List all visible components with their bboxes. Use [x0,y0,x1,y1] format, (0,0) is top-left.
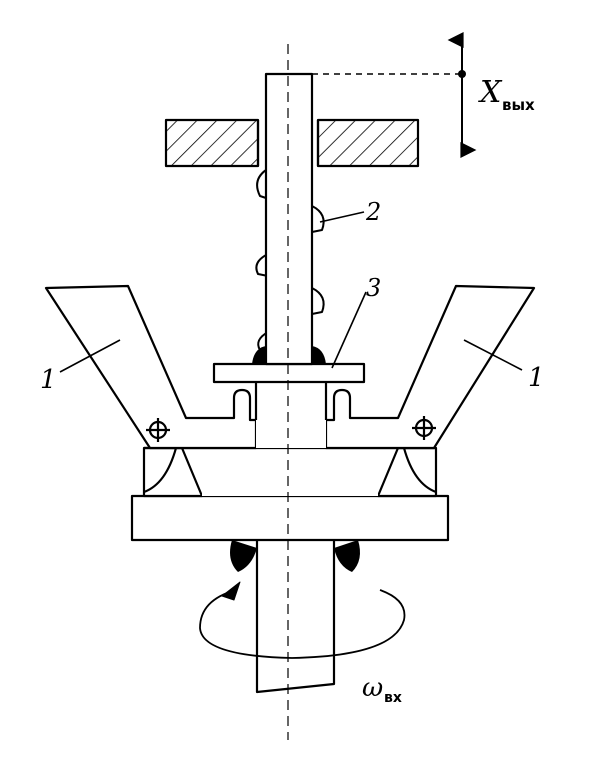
collar [212,362,366,384]
output-reference-dot [458,70,466,78]
leader-weight-left [59,339,121,373]
rotation-arrowhead [221,581,241,601]
base-disk [130,494,450,542]
collar-bearing-right [312,346,326,364]
leader-spring [319,211,365,223]
label-x-output: X [478,75,503,110]
leader-weight-right [463,339,523,371]
flyweight-left [44,284,258,450]
pivot-left [146,418,170,442]
spring [255,169,325,351]
flyweight-right [324,284,536,450]
pivot-right [412,416,436,440]
fixed-guide-frame [164,118,420,168]
input-shaft [255,540,336,694]
hub-column [256,382,326,448]
label-omega-input: ω [362,673,383,703]
label-x-output-sub: вых [502,96,535,114]
label-spring: 2 [365,198,381,226]
label-collar: 3 [366,274,381,302]
leader-collar [331,291,367,369]
lower-bearing-right [334,540,360,572]
label-weight-right: 1 [528,363,545,393]
collar-bearing-left [252,346,266,364]
rotation-path [199,589,406,659]
output-rod [264,72,314,366]
label-omega-input-sub: вх [384,690,402,706]
guide-left-block [164,118,260,168]
label-weight-left: 1 [40,365,57,395]
hub-brackets [142,446,438,498]
guide-right-block [316,118,420,168]
lower-bearing-left [230,540,257,572]
